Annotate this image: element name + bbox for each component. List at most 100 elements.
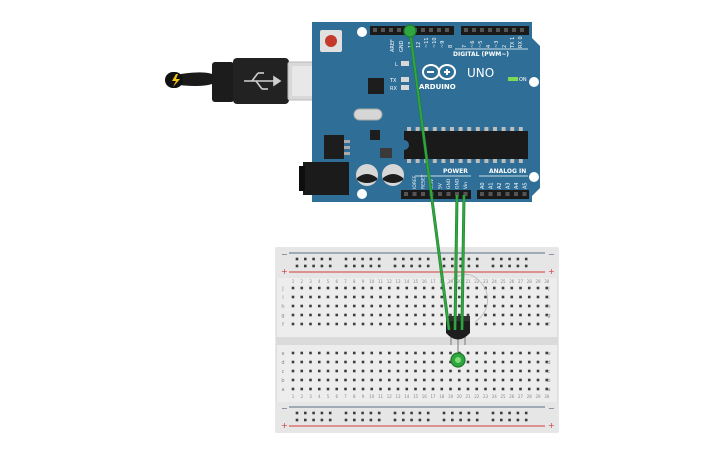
breadboard-hole[interactable] [466,369,470,373]
breadboard-hole[interactable] [501,351,505,355]
breadboard-hole[interactable] [352,313,356,317]
breadboard-hole[interactable] [527,313,531,317]
breadboard-hole[interactable] [387,295,391,299]
breadboard-hole[interactable] [527,322,531,326]
breadboard-hole[interactable] [326,360,330,364]
rail-hole[interactable] [459,257,462,261]
breadboard-hole[interactable] [466,360,470,364]
breadboard-hole[interactable] [510,286,514,290]
breadboard-hole[interactable] [475,351,479,355]
breadboard-hole[interactable] [519,387,522,391]
rail-hole[interactable] [524,418,528,422]
rail-hole[interactable] [524,257,528,261]
rail-hole[interactable] [295,418,299,422]
breadboard-hole[interactable] [405,313,409,317]
breadboard-hole[interactable] [387,286,391,290]
breadboard-hole[interactable] [422,295,426,299]
rail-hole[interactable] [418,411,422,415]
header-pin[interactable] [464,28,468,32]
breadboard-hole[interactable] [492,378,496,382]
breadboard-hole[interactable] [352,369,356,373]
rail-hole[interactable] [393,257,397,261]
breadboard-hole[interactable] [317,351,321,355]
breadboard-hole[interactable] [457,286,461,290]
breadboard-hole[interactable] [422,378,426,382]
breadboard-hole[interactable] [536,286,540,290]
breadboard-hole[interactable] [527,360,531,364]
breadboard-hole[interactable] [431,378,435,382]
breadboard-hole[interactable] [387,378,391,382]
rail-hole[interactable] [467,264,471,268]
breadboard-hole[interactable] [510,360,514,364]
breadboard-hole[interactable] [440,378,444,382]
breadboard-hole[interactable] [536,378,540,382]
header-pin[interactable] [504,28,508,32]
breadboard-hole[interactable] [440,322,444,326]
breadboard-hole[interactable] [344,304,347,308]
breadboard-hole[interactable] [405,351,409,355]
header-pin[interactable] [480,28,484,32]
breadboard-hole[interactable] [422,322,426,326]
breadboard-hole[interactable] [300,369,304,373]
breadboard-hole[interactable] [484,369,487,373]
breadboard-hole[interactable] [396,360,400,364]
breadboard-hole[interactable] [379,304,382,308]
breadboard-hole[interactable] [309,304,312,308]
breadboard-hole[interactable] [414,387,417,391]
rail-hole[interactable] [320,264,324,268]
breadboard-hole[interactable] [545,378,549,382]
breadboard-hole[interactable] [335,313,339,317]
breadboard-hole[interactable] [475,369,479,373]
rail-hole[interactable] [451,257,454,261]
breadboard-hole[interactable] [370,378,374,382]
breadboard-hole[interactable] [449,313,452,317]
rail-hole[interactable] [524,264,528,268]
breadboard-hole[interactable] [291,295,295,299]
breadboard-hole[interactable] [492,351,496,355]
breadboard-hole[interactable] [510,322,514,326]
breadboard-hole[interactable] [379,369,382,373]
breadboard-hole[interactable] [431,322,435,326]
breadboard-hole[interactable] [519,360,522,364]
breadboard-hole[interactable] [431,295,435,299]
rail-hole[interactable] [516,411,520,415]
breadboard-hole[interactable] [519,304,522,308]
breadboard-hole[interactable] [527,304,531,308]
breadboard-hole[interactable] [309,322,312,326]
header-pin[interactable] [520,28,524,32]
rail-hole[interactable] [426,411,430,415]
header-pin[interactable] [404,192,408,196]
breadboard-hole[interactable] [309,369,312,373]
breadboard-hole[interactable] [317,304,321,308]
header-pin[interactable] [488,192,493,196]
breadboard-hole[interactable] [492,295,496,299]
breadboard-hole[interactable] [370,286,374,290]
rail-hole[interactable] [295,411,299,415]
breadboard-hole[interactable] [466,351,470,355]
breadboard-hole[interactable] [326,304,330,308]
breadboard-hole[interactable] [379,295,382,299]
breadboard-hole[interactable] [335,378,339,382]
breadboard-hole[interactable] [545,295,549,299]
breadboard-hole[interactable] [309,313,312,317]
breadboard-hole[interactable] [344,369,347,373]
breadboard-hole[interactable] [510,351,514,355]
breadboard-hole[interactable] [440,295,444,299]
breadboard-hole[interactable] [361,286,365,290]
breadboard-hole[interactable] [370,360,374,364]
breadboard-hole[interactable] [387,304,391,308]
rail-hole[interactable] [451,411,454,415]
breadboard-hole[interactable] [396,351,400,355]
breadboard-hole[interactable] [414,295,417,299]
rail-hole[interactable] [328,411,332,415]
breadboard-hole[interactable] [527,295,531,299]
breadboard-hole[interactable] [449,304,452,308]
breadboard-hole[interactable] [501,295,505,299]
rail-hole[interactable] [410,257,413,261]
breadboard-hole[interactable] [527,286,531,290]
rail-hole[interactable] [320,257,324,261]
breadboard-hole[interactable] [361,369,365,373]
breadboard-hole[interactable] [379,322,382,326]
breadboard-hole[interactable] [361,313,365,317]
rail-hole[interactable] [500,264,503,268]
